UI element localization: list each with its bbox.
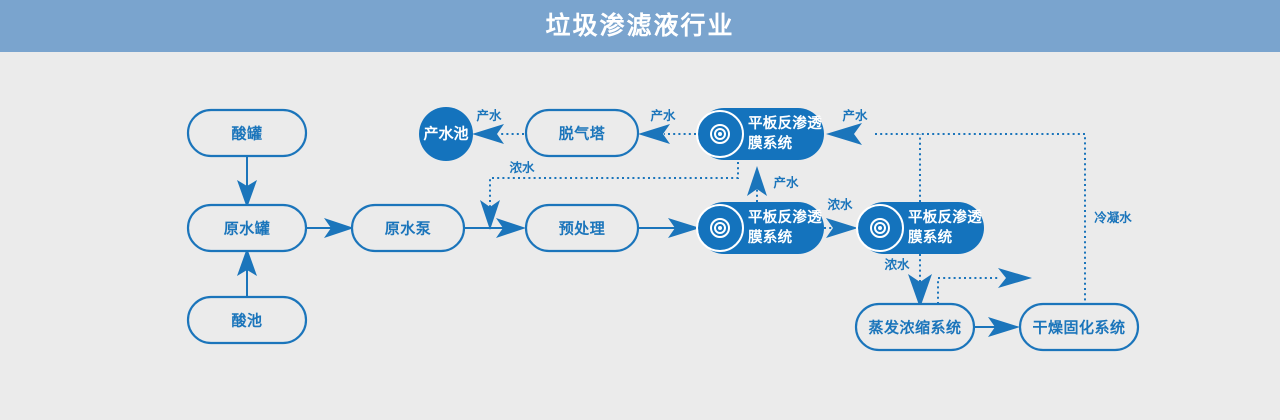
node-ro-membrane-system-2-label-line1: 平板反渗透 [748, 208, 822, 226]
node-degasser-tower-label: 脱气塔 [559, 125, 606, 143]
edge-label-concentrate-ro1: 浓水 [509, 160, 535, 175]
page-header: 垃圾渗滤液行业 [0, 0, 1280, 52]
edge-label-condensate: 冷凝水 [1094, 210, 1132, 225]
node-ro-membrane-system-1[interactable]: 平板反渗透 膜系统 [696, 108, 824, 160]
node-degasser-tower[interactable]: 脱气塔 [524, 108, 640, 158]
edge-ro2-product-water-to-ro1 [747, 166, 767, 202]
node-ro-membrane-system-2[interactable]: 平板反渗透 膜系统 [696, 202, 824, 254]
edge-acid-pool-to-raw-water-tank [237, 248, 257, 297]
node-drying-solidification-system[interactable]: 干燥固化系统 [1018, 302, 1140, 352]
node-acid-tank-label: 酸罐 [231, 125, 262, 143]
node-pretreatment-label: 预处理 [559, 220, 606, 238]
edge-condensate-return-to-ro1 [826, 123, 1086, 342]
edge-label-product-water-right: 产水 [842, 108, 868, 123]
node-raw-water-pump[interactable]: 原水泵 [350, 203, 466, 253]
edge-evaporator-to-dryer [974, 317, 1020, 337]
node-ro-membrane-system-3[interactable]: 平板反渗透 膜系统 [856, 202, 984, 254]
node-ro-membrane-system-1-label-line2: 膜系统 [748, 134, 793, 152]
edge-branch-to-condensate-column [937, 268, 1032, 304]
edge-acid-tank-to-raw-water-tank [237, 156, 257, 208]
node-ro-membrane-system-2-label-line2: 膜系统 [748, 228, 793, 246]
edge-raw-water-tank-to-pump [306, 218, 354, 238]
node-acid-pool[interactable]: 酸池 [186, 295, 308, 345]
edge-label-product-water-degasser: 产水 [650, 108, 676, 123]
edge-pump-to-pretreatment [464, 218, 526, 238]
process-flow-diagram: 酸罐 原水罐 酸池 原水泵 预处理 [0, 52, 1280, 420]
node-ro-membrane-system-3-label-line1: 平板反渗透 [908, 208, 982, 226]
node-pretreatment[interactable]: 预处理 [524, 203, 640, 253]
spiral-membrane-icon [696, 204, 744, 252]
edge-degasser-to-product-pool [472, 124, 524, 144]
page-title: 垃圾渗滤液行业 [545, 12, 735, 40]
node-ro-membrane-system-1-label-line1: 平板反渗透 [748, 114, 822, 132]
node-drying-solidification-system-label: 干燥固化系统 [1032, 319, 1125, 337]
edge-label-concentrate-ro3: 浓水 [884, 257, 910, 272]
node-acid-tank[interactable]: 酸罐 [186, 108, 308, 158]
node-product-water-pool[interactable]: 产水池 [419, 107, 473, 161]
edge-ro3-concentrate-to-evaporator [908, 254, 932, 308]
node-evaporation-concentration-system[interactable]: 蒸发浓缩系统 [854, 302, 976, 352]
node-evaporation-concentration-system-label: 蒸发浓缩系统 [868, 319, 961, 337]
edge-ro1-concentrate-to-main-line [480, 162, 739, 230]
edge-ro1-to-degasser [638, 124, 696, 144]
edge-label-concentrate-ro2: 浓水 [827, 197, 853, 212]
spiral-membrane-icon [856, 204, 904, 252]
node-acid-pool-label: 酸池 [231, 312, 262, 330]
node-product-water-pool-label: 产水池 [423, 125, 468, 143]
node-ro-membrane-system-3-label-line2: 膜系统 [908, 228, 953, 246]
edge-pretreatment-to-ro2 [638, 218, 700, 238]
node-raw-water-tank-label: 原水罐 [224, 220, 271, 238]
spiral-membrane-icon [696, 110, 744, 158]
node-raw-water-pump-label: 原水泵 [385, 220, 432, 238]
node-raw-water-tank[interactable]: 原水罐 [186, 203, 308, 253]
edge-ro2-concentrate-to-ro3 [824, 218, 858, 238]
edge-label-product-water-up: 产水 [773, 175, 799, 190]
edge-label-product-water-to-pool: 产水 [476, 108, 502, 123]
